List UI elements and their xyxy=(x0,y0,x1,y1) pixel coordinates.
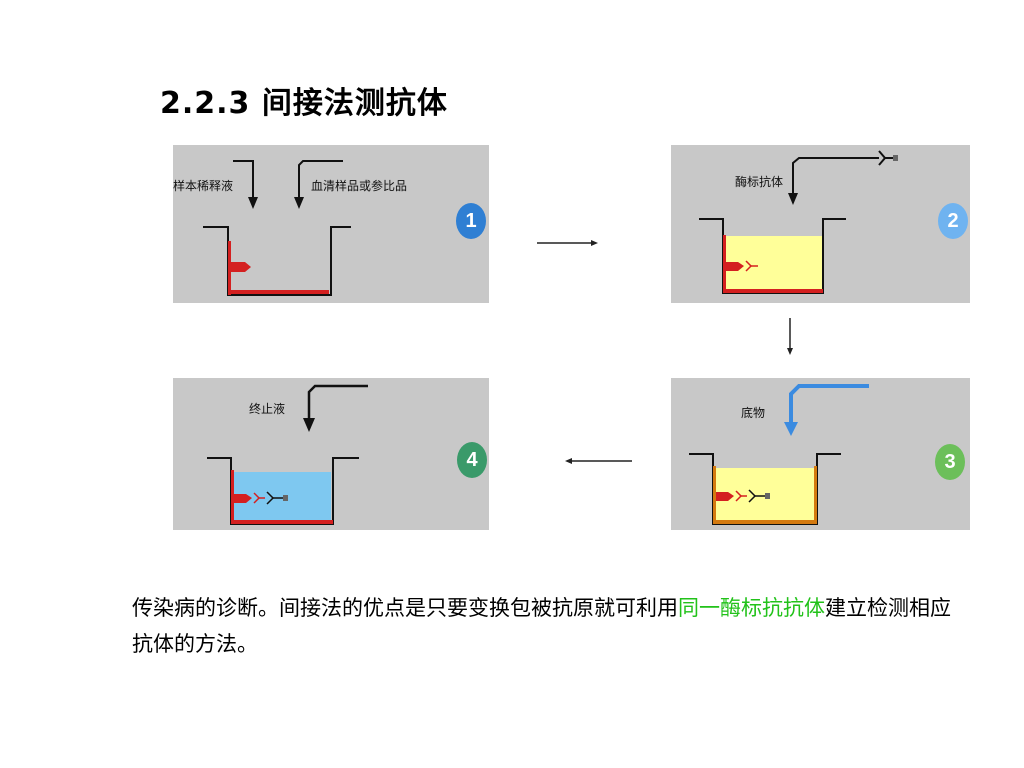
step-3-panel: 底物 3 xyxy=(671,378,970,530)
description-highlight: 同一酶标抗抗体 xyxy=(678,596,825,620)
step-1-badge: 1 xyxy=(456,203,486,239)
description-text-after: 建立检测相应抗体的方法。 xyxy=(132,596,951,656)
step-3-well-diagram xyxy=(689,384,869,525)
step-1-well-diagram xyxy=(203,160,351,296)
description-paragraph: 传染病的诊断。间接法的优点是只要变换包被抗原就可利用同一酶标抗抗体建立检测相应抗… xyxy=(132,590,962,662)
step-2-well-diagram xyxy=(699,150,898,294)
slide-title: 2.2.3 间接法测抗体 xyxy=(160,86,448,121)
step-2-label-enzyme-antibody: 酶标抗体 xyxy=(735,175,784,189)
description-text-before: 传染病的诊断。间接法的优点是只要变换包被抗原就可利用 xyxy=(132,596,678,620)
step-4-label-stop-solution: 终止液 xyxy=(249,402,286,416)
step-3-label-substrate: 底物 xyxy=(741,406,766,420)
flow-arrow-down xyxy=(787,318,793,355)
step-4-well-diagram xyxy=(207,384,368,525)
step-2-badge: 2 xyxy=(938,203,968,239)
step-2-panel: 酶标抗体 2 xyxy=(671,145,970,303)
step-4-panel: 终止液 4 xyxy=(173,378,489,530)
step-4-badge: 4 xyxy=(457,442,487,478)
step-3-badge: 3 xyxy=(935,444,965,480)
step-1-label-diluent: 样本稀释液 xyxy=(173,179,234,193)
step-1-label-sample: 血清样品或参比品 xyxy=(311,179,408,193)
flow-arrow-right xyxy=(537,240,598,246)
flow-arrow-left xyxy=(565,458,632,464)
step-1-panel: 样本稀释液 血清样品或参比品 1 xyxy=(173,145,489,303)
